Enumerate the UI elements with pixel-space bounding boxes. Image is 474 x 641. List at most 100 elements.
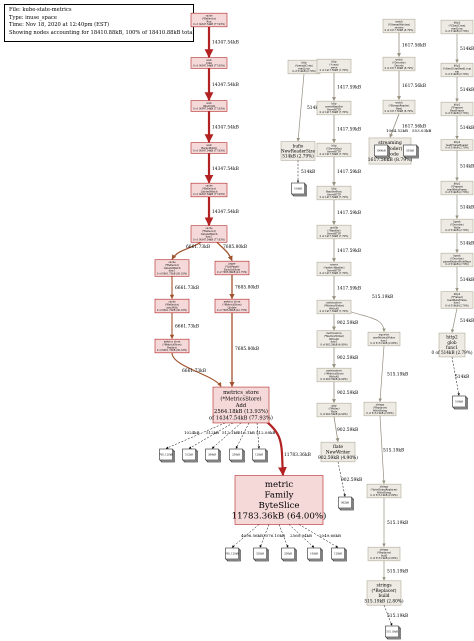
node-watch-0-text: 0 of 1617.56kB (8.79%)	[385, 29, 414, 32]
leaf-strings[interactable]: 515.19kB	[385, 625, 401, 640]
node-serve-1-box	[316, 100, 352, 116]
leaf-family-4[interactable]: 128kB	[331, 547, 347, 562]
node-serve-7[interactable]: metricsstore(*MetricsWriter)WriteAllfunc…	[316, 330, 352, 348]
leaf-add-2-box	[205, 448, 219, 461]
edge-serve-strings-label: 515.19kB	[372, 295, 393, 300]
leaf-add-4-text: 128kB	[255, 454, 263, 457]
leaf-streaming-1[interactable]: 553kB	[403, 144, 419, 159]
node-strings-2[interactable]: strings(*byteStringReplacer)WriteString0…	[366, 483, 402, 499]
node-serve-7-text: (*MetricsWriter)	[324, 335, 344, 338]
node-strings-0-text: newMetricsWriter	[373, 336, 396, 339]
node-hot-5-text: 0 of 14347.54kB (77.93%)	[193, 239, 225, 242]
edge-add-leaf-4-label: 512.08kB	[256, 430, 275, 435]
edge-add-leaf-0-label: 1024kB	[184, 430, 200, 435]
node-watch-0-text: (*StreamWatcher)	[388, 23, 410, 26]
leaf-flate[interactable]: 902kB	[338, 496, 354, 511]
edge-hot-4-label: 14347.54kB	[212, 210, 239, 215]
leaf-add-1[interactable]: 512kB	[182, 448, 198, 463]
node-strings-2-text: (*byteStringReplacer)	[371, 488, 398, 491]
node-left-1-text: 0 of 6661.73kB (36.18%)	[157, 309, 187, 312]
leaf-http[interactable]: 514kB	[291, 182, 307, 197]
node-right-0-text: 0 of 7685.80kB (41.75%)	[217, 271, 247, 274]
node-left-0-text: (*Reflector)	[165, 264, 179, 267]
edge-serve-1-label: 1417.59kB	[337, 128, 361, 133]
node-http2-1-text: 0 of 514kB (2.79%)	[445, 73, 468, 76]
node-http-0-text: readLoop	[298, 67, 310, 70]
edge-family-leaf-4	[298, 524, 339, 548]
node-serve-8-text: WriteAll	[329, 375, 339, 378]
leaf-add-2-text: 384kB	[208, 454, 216, 457]
leaf-add-2[interactable]: 384kB	[205, 448, 221, 463]
leaf-streaming-0[interactable]: 1064kB	[374, 144, 390, 159]
node-serve-1-text: ServeHTTP	[327, 108, 341, 111]
node-serve-5-box	[316, 261, 352, 277]
node-add-text: 2564.18kB (13.93%)	[214, 408, 268, 415]
leaf-add-3[interactable]: 256kB	[229, 448, 245, 463]
node-http2-0-text: (*ClientConn)	[449, 24, 466, 27]
legend-time: Time: Nov 18, 2020 at 12:40pm (EST)	[9, 22, 110, 29]
node-http-0-text: (*persistConn)	[295, 64, 313, 67]
leaf-family-3[interactable]: 160kB	[307, 547, 323, 562]
leaf-add-4[interactable]: 128kB	[252, 448, 268, 463]
node-add-box	[212, 386, 270, 424]
leaf-family-0[interactable]: 768..128kB	[225, 547, 241, 562]
edge-hot-2-label: 14347.54kB	[212, 126, 239, 131]
leaf-add-0[interactable]: 768..128kB	[159, 448, 175, 463]
edge-serve-7-label: 902.59kB	[337, 356, 358, 361]
leaf-http2[interactable]: 514kB	[452, 395, 468, 410]
node-hot-4-text: cache	[205, 184, 213, 187]
edge-family-leaf-3	[288, 524, 315, 548]
leaf-family-4-text: 128kB	[334, 553, 342, 556]
node-add[interactable]: metrics_store(*MetricsStore)Add2564.18kB…	[209, 386, 273, 424]
edge-left-0-label: 6661.73kB	[175, 286, 199, 291]
leaf-family-1[interactable]: 320kB	[253, 547, 269, 562]
edge-family-leaf-1	[259, 524, 270, 548]
node-left-0-box	[154, 259, 190, 277]
node-hot-0-text: cache	[205, 14, 213, 17]
leaf-family-2[interactable]: 256kB	[281, 547, 297, 562]
node-serve-0-text: (*conn)	[330, 63, 339, 66]
leaf-family-3-box	[307, 547, 321, 560]
node-right-0-box	[214, 260, 250, 276]
